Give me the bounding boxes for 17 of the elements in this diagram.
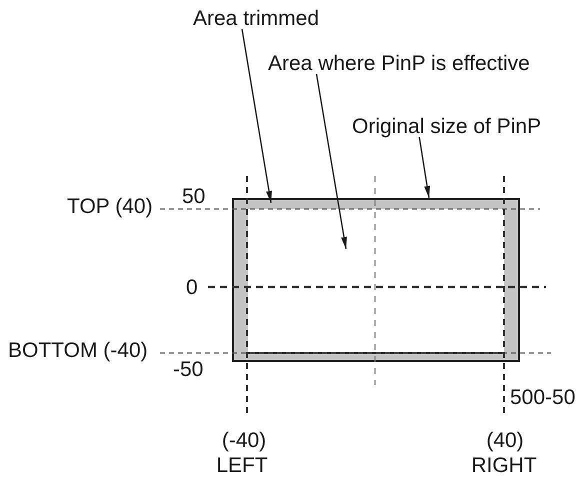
position-value: (-40) [222, 430, 266, 451]
position-value: (40) [486, 430, 524, 451]
callout-label: Area trimmed [193, 8, 320, 29]
effective-area [248, 209, 504, 354]
leader-arrow [316, 74, 347, 250]
leader-arrow [418, 136, 430, 198]
callout-label: Original size of PinP [352, 116, 542, 137]
position-label: LEFT [216, 455, 268, 476]
position-label: TOP (40) [67, 196, 153, 217]
scale-value: 500-50 [510, 387, 576, 408]
scale-value: 0 [186, 277, 198, 298]
scale-value: 50 [182, 186, 206, 207]
scale-value: -50 [173, 359, 204, 380]
leader-arrow [241, 28, 272, 204]
position-label: BOTTOM (-40) [8, 340, 148, 361]
position-label: RIGHT [471, 455, 537, 476]
callout-label: Area where PinP is effective [268, 53, 530, 74]
